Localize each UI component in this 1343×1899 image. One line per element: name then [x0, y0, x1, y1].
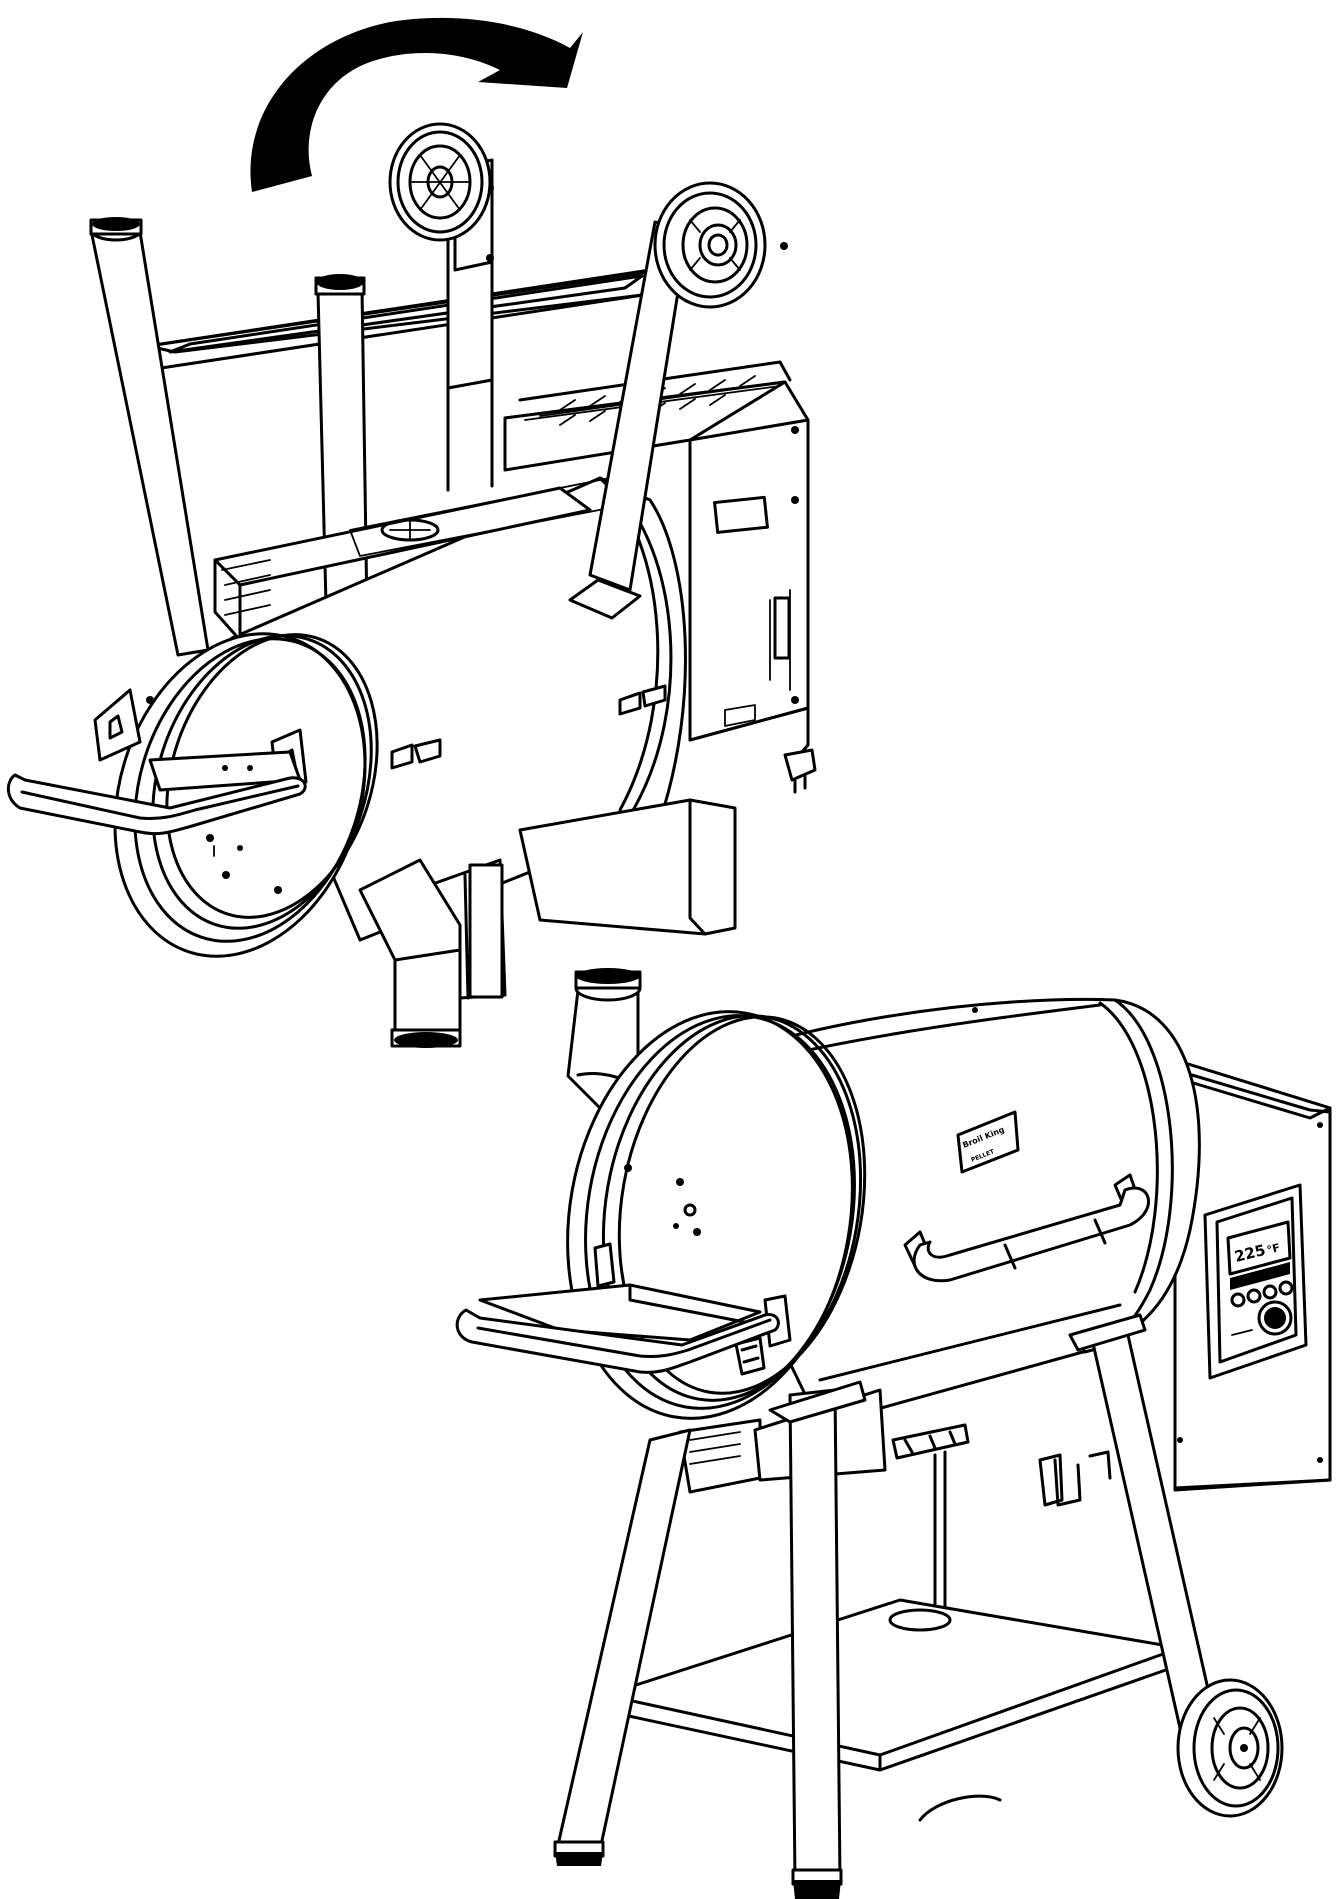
wheel-icon — [388, 122, 492, 242]
legs — [553, 1313, 1217, 1899]
display-unit: °F — [1266, 1241, 1282, 1257]
lid-handle — [903, 1173, 1150, 1283]
foot-cap-icon — [100, 218, 132, 230]
upright-grill: 225 °F Br — [455, 968, 1332, 1899]
upside-down-grill — [6, 122, 817, 1048]
front-leg-with-wheel — [568, 181, 788, 620]
power-plug-icon — [783, 688, 817, 794]
rotation-arrow-icon — [250, 17, 583, 192]
pellet-hopper: 225 °F — [1148, 1058, 1332, 1492]
pellet-hopper-inverted — [503, 360, 817, 794]
side-shelf-inverted — [6, 688, 308, 836]
bottom-shelf-inverted — [146, 268, 652, 372]
side-shelf — [455, 1242, 792, 1376]
control-knob-icon — [1257, 1300, 1293, 1336]
brand-badge: Broil King PELLET — [956, 1110, 1020, 1174]
bottom-shelf — [603, 1598, 1182, 1822]
wheel-icon — [1176, 1678, 1284, 1818]
controller-panel: 225 °F — [1203, 1183, 1308, 1380]
